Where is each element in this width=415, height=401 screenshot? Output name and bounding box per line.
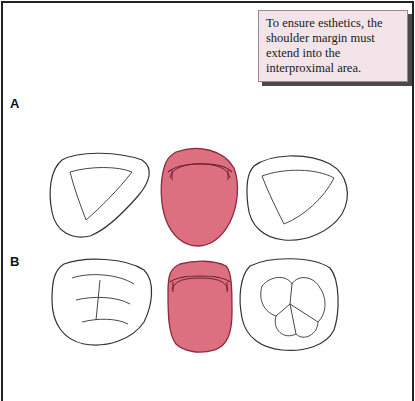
adjacent-tooth (50, 153, 149, 237)
panel-letter: A (10, 96, 19, 111)
molar-tooth (240, 259, 338, 351)
adjacent-tooth (247, 156, 347, 240)
panel-letter: B (10, 254, 19, 269)
callout-text: To ensure esthetics, the shoulder margin… (266, 16, 400, 76)
crown-preparation (168, 261, 232, 352)
adjacent-tooth (52, 259, 152, 345)
crown-preparation (161, 149, 237, 246)
callout-box: To ensure esthetics, the shoulder margin… (258, 10, 408, 82)
